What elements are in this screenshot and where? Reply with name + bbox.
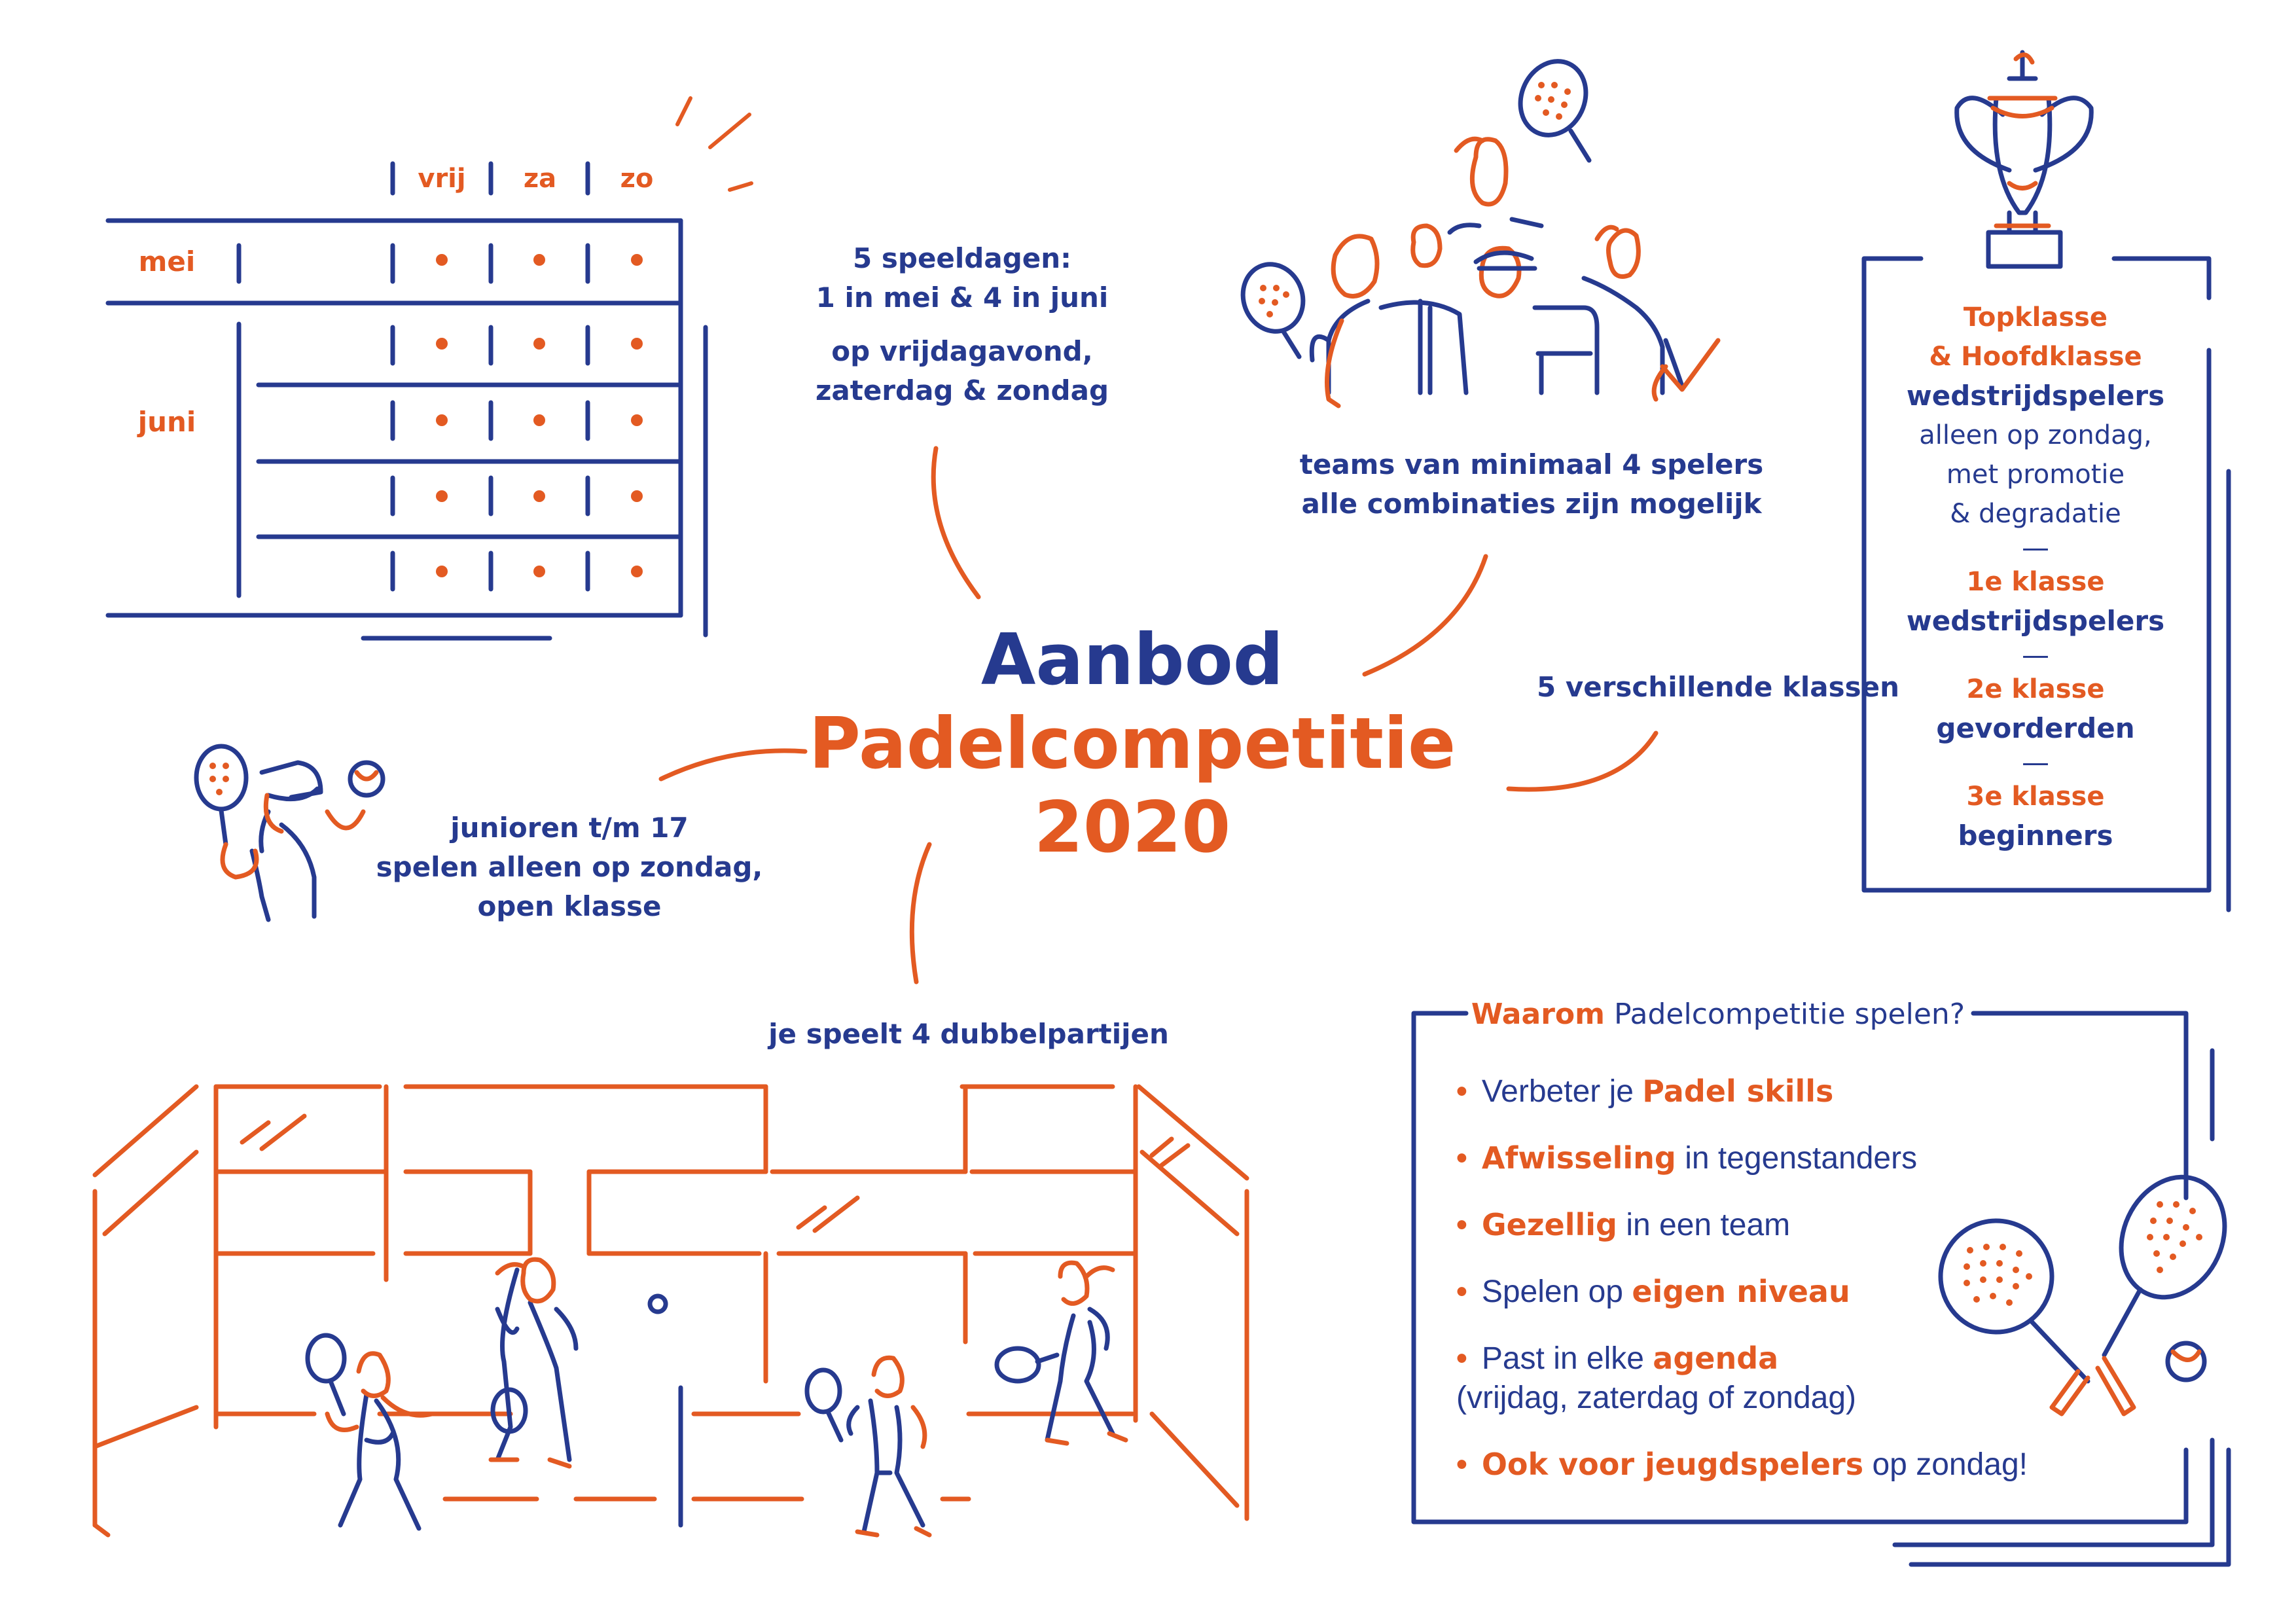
klasse-top-detail-3: & degradatie <box>1950 499 2121 529</box>
speeldagen-line-2: 1 in mei & 4 in juni <box>816 281 1109 314</box>
speeldagen-line-1: 5 speeldagen: <box>853 242 1071 274</box>
klasse-top-detail-1: alleen op zondag, <box>1919 420 2152 450</box>
klasse-1e: 1e klasse <box>1966 567 2105 597</box>
waarom-title-em: Waarom <box>1471 998 1605 1031</box>
speeldagen-line-3: op vrijdagavond, <box>831 335 1093 367</box>
waarom-item-em: agenda <box>1653 1341 1779 1376</box>
waarom-title-rest: Padelcompetitie spelen? <box>1604 998 1965 1031</box>
junioren-line-3: open klasse <box>477 890 662 922</box>
waarom-item-pre: Verbeter je <box>1481 1074 1643 1109</box>
court-players <box>305 1257 1128 1538</box>
waarom-item: • Afwisseling in tegenstanders <box>1456 1140 1917 1176</box>
klasse-separator: — <box>2022 746 2049 778</box>
klasse-3e-type: beginners <box>1958 820 2113 852</box>
waarom-list: • Verbeter je Padel skills • Afwisseling i… <box>1456 1074 2045 1506</box>
bullet-icon: • <box>1456 1074 1467 1109</box>
klassen-list: Topklasse & Hoofdklasse wedstrijdspelers… <box>1872 298 2199 856</box>
waarom-item-post: in een team <box>1617 1208 1791 1242</box>
calendar-dots <box>436 254 643 577</box>
bullet-icon: • <box>1456 1447 1467 1482</box>
waarom-title: Waarom Padelcompetitie spelen? <box>1469 992 1967 1038</box>
klasse-topklasse: Topklasse <box>1963 302 2108 333</box>
waarom-item: • Past in elke agenda <box>1456 1341 1778 1377</box>
waarom-item-em: Padel skills <box>1642 1074 1834 1109</box>
klasse-1e-type: wedstrijdspelers <box>1906 605 2165 637</box>
waarom-item-post: in tegenstanders <box>1676 1141 1918 1176</box>
klasse-3e: 3e klasse <box>1966 782 2105 812</box>
waarom-item-em: Gezellig <box>1481 1207 1617 1242</box>
title-line-3: 2020 <box>1033 787 1231 869</box>
crossed-rackets-icon <box>1938 1174 2227 1416</box>
trophy-icon <box>1954 50 2094 269</box>
waarom-item-em: Afwisseling <box>1481 1140 1676 1176</box>
waarom-item-post: op zondag! <box>1863 1447 2028 1482</box>
page-title: Aanbod Padelcompetitie 2020 <box>772 619 1492 870</box>
calendar-day-zo: zo <box>620 164 654 194</box>
waarom-item-pre: Spelen op <box>1481 1274 1632 1309</box>
calendar-row-separators <box>390 243 590 592</box>
waarom-frame <box>1411 1011 2231 1567</box>
bullet-icon: • <box>1456 1341 1467 1376</box>
connector-arcs <box>658 446 1659 984</box>
waarom-item-em: eigen niveau <box>1632 1274 1850 1309</box>
junioren-line-1: junioren t/m 17 <box>450 812 689 844</box>
team-players-illustration <box>1240 59 1721 408</box>
junioren-line-2: spelen alleen op zondag, <box>376 851 763 883</box>
klasse-top-detail-2: met promotie <box>1946 460 2125 490</box>
calendar-day-vrij: vrij <box>418 164 466 194</box>
calendar-month-mei: mei <box>138 245 196 278</box>
teams-line-1: teams van minimaal 4 spelers <box>1299 448 1764 480</box>
klasse-separator: — <box>2022 532 2049 564</box>
calendar-day-za: za <box>523 164 557 194</box>
klasse-2e: 2e klasse <box>1966 674 2105 704</box>
bullet-icon: • <box>1456 1141 1467 1176</box>
junioren-text: junioren t/m 17 spelen alleen op zondag,… <box>353 808 785 926</box>
racket-dots <box>1964 1201 2202 1306</box>
sparkle-icon <box>675 96 753 192</box>
waarom-item: • Ook voor jeugdspelers op zondag! <box>1456 1447 2028 1483</box>
teams-text: teams van minimaal 4 spelers alle combin… <box>1230 445 1833 524</box>
waarom-item: • Spelen op eigen niveau <box>1456 1274 1850 1310</box>
bullet-icon: • <box>1456 1274 1467 1309</box>
waarom-item-em: Ook voor jeugdspelers <box>1481 1447 1864 1482</box>
klasse-2e-type: gevorderden <box>1936 712 2135 744</box>
title-line-2: Padelcompetitie <box>808 703 1456 785</box>
waarom-item-subtext: (vrijdag, zaterdag of zondag) <box>1456 1380 1857 1415</box>
waarom-item: • Verbeter je Padel skills <box>1456 1074 1833 1110</box>
teams-line-2: alle combinaties zijn mogelijk <box>1301 488 1762 520</box>
calendar-grid <box>105 161 708 641</box>
waarom-item-pre: Past in elke <box>1481 1341 1653 1376</box>
speeldagen-line-4: zaterdag & zondag <box>815 374 1109 406</box>
bullet-icon: • <box>1456 1208 1467 1242</box>
title-line-1: Aanbod <box>980 619 1284 701</box>
padel-court-illustration <box>92 1084 1249 1538</box>
klassen-label: 5 verschillende klassen <box>1536 671 1900 703</box>
klassen-frame <box>1861 256 2231 912</box>
junior-player-illustration <box>194 744 386 922</box>
dubbelpartijen-text: je speelt 4 dubbelpartijen <box>768 1018 1169 1050</box>
klasse-hoofdklasse: & Hoofdklasse <box>1929 342 2142 372</box>
calendar-month-juni: juni <box>137 406 196 438</box>
klasse-top-type: wedstrijdspelers <box>1906 380 2165 412</box>
waarom-item: • Gezellig in een team <box>1456 1207 1790 1243</box>
klasse-separator: — <box>2022 639 2049 671</box>
speeldagen-text: 5 speeldagen: 1 in mei & 4 in juni op vr… <box>753 239 1172 410</box>
